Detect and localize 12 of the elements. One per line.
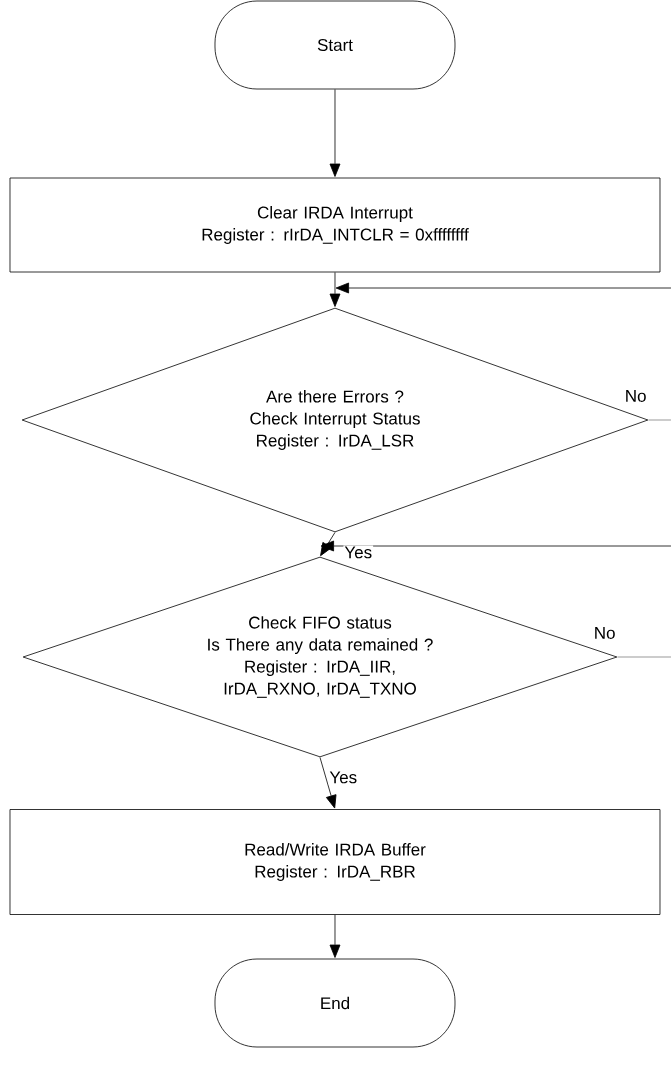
process-box: Read/Write IRDA Buffer Register : IrDA_RBR (9, 809, 661, 915)
edge-label: No (592, 626, 617, 640)
edge-label: Yes (328, 770, 359, 785)
arrow (320, 540, 671, 552)
arrow (329, 272, 341, 307)
process-box: Clear IRDA Interrupt Register : rIrDA_INTCLR = 0xffffffff (9, 177, 661, 273)
arrow (329, 89, 341, 177)
arrow (335, 282, 671, 294)
arrow (329, 914, 341, 958)
edge-label: No (623, 389, 648, 403)
edge-label: Yes (343, 545, 374, 560)
arrow (319, 757, 337, 809)
